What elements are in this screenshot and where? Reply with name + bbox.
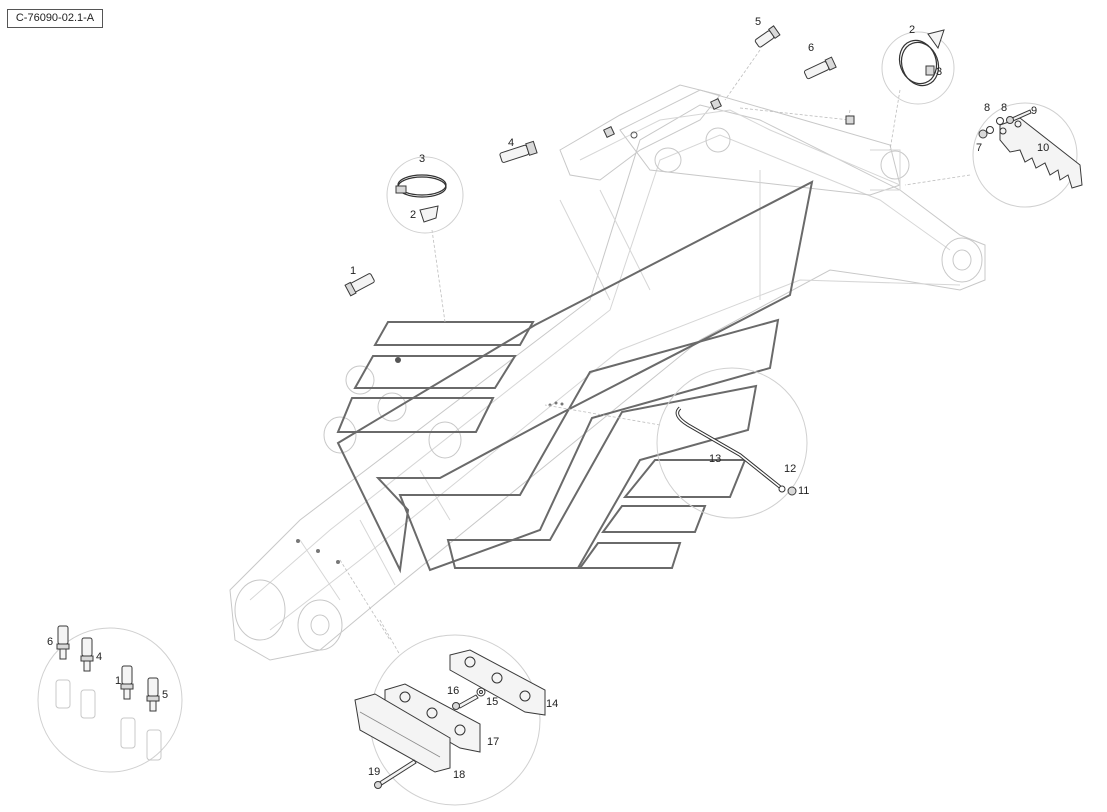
boom-fittings	[603, 98, 855, 139]
callout-clamp-right	[881, 31, 955, 105]
washer-part-15	[476, 687, 486, 697]
callout-hose-clamp	[386, 156, 464, 234]
decal-bar-right3	[578, 542, 682, 569]
plate-part-18	[354, 693, 451, 773]
callout-circles	[37, 31, 1078, 806]
clamp-holder-part-14	[449, 649, 546, 716]
bracket-part-10	[999, 117, 1083, 189]
decal-chevron-outer	[336, 180, 814, 574]
label-part-18: 18	[453, 769, 465, 781]
label-pin-1: 1	[115, 675, 121, 687]
decal-stripes	[336, 180, 814, 574]
decal-bar-right2	[601, 505, 707, 533]
label-part-11: 11	[798, 485, 809, 497]
decal-bar-mid	[353, 355, 517, 389]
label-part-1: 1	[350, 265, 356, 277]
label-part-17: 17	[487, 736, 499, 748]
label-pin-6: 6	[47, 636, 53, 648]
fitting-part-6	[803, 56, 837, 80]
label-part-9: 9	[1031, 105, 1037, 117]
label-part-8a: 8	[984, 102, 990, 114]
bolt-part-19	[374, 759, 417, 789]
boom-outline	[229, 84, 986, 661]
label-pin-4: 4	[96, 651, 102, 663]
part-labels: 5 6 2 3 4 3 2 1 8 8 9 7 10 13 12 11 6 4 …	[47, 16, 1049, 781]
fitting-part-4	[499, 140, 538, 163]
label-part-15: 15	[486, 696, 498, 708]
callout-hose	[656, 367, 808, 519]
label-part-13: 13	[709, 453, 721, 465]
label-part-4: 4	[508, 137, 514, 149]
fitting-part-1	[344, 273, 375, 297]
leader-lines	[339, 49, 971, 656]
decal-bar-low	[336, 397, 495, 433]
reference-code: C-76090-02.1-A	[7, 9, 103, 28]
decal-bar-right1	[622, 459, 747, 498]
label-part-19: 19	[368, 766, 380, 778]
label-part-10: 10	[1037, 142, 1049, 154]
hose-clamp-right	[898, 29, 945, 87]
label-part-7: 7	[976, 142, 982, 154]
decal-chevron-inner	[446, 384, 758, 569]
label-part-14: 14	[546, 698, 558, 710]
callout-pin-set	[37, 627, 183, 773]
fitting-part-5	[754, 25, 781, 48]
label-part-16: 16	[447, 685, 459, 697]
label-part-8b: 8	[1001, 102, 1007, 114]
hose-part-13	[675, 406, 797, 496]
label-part-2-left: 2	[410, 209, 416, 221]
label-part-12: 12	[784, 463, 796, 475]
label-part-6: 6	[808, 42, 814, 54]
pin-set	[55, 625, 162, 761]
bolt-part-16	[452, 694, 479, 710]
label-part-5: 5	[755, 16, 761, 28]
hose-clamp-left	[395, 174, 447, 223]
label-part-3-left: 3	[419, 153, 425, 165]
label-part-3-right: 3	[936, 66, 942, 78]
callout-bracket	[972, 102, 1078, 208]
label-pin-5: 5	[162, 689, 168, 701]
decal-chevron-middle	[398, 318, 780, 572]
bolt-parts-7-8-9	[978, 109, 1032, 139]
label-part-2-right: 2	[909, 24, 915, 36]
decal-bar-top	[373, 321, 535, 346]
